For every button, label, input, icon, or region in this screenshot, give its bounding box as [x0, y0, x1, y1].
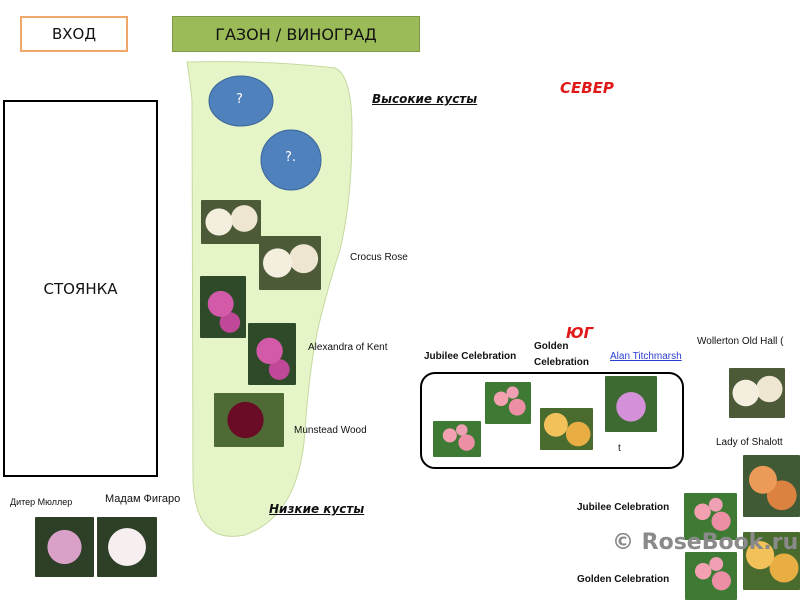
rose-label: Munstead Wood — [294, 425, 367, 436]
rose-label: Jubilee Celebration — [424, 351, 517, 362]
lawn-label: ГАЗОН / ВИНОГРАД — [215, 24, 377, 44]
stray-text: t — [618, 443, 621, 454]
north-label: СЕВЕР — [560, 79, 614, 97]
rose-photo — [485, 382, 531, 424]
rose-photo — [214, 393, 284, 447]
rose-photo — [684, 493, 737, 540]
rose-label: Jubilee Celebration — [577, 502, 670, 513]
alan-titchmarsh-link[interactable]: Alan Titchmarsh — [610, 351, 682, 362]
unknown-bush-2 — [260, 129, 322, 191]
south-label: ЮГ — [566, 324, 594, 342]
rose-label: Celebration — [534, 357, 590, 368]
rose-photo — [743, 455, 800, 517]
entry-box: ВХОД — [20, 16, 128, 52]
rose-photo — [97, 517, 157, 577]
rose-label: Дитер Мюллер — [10, 497, 73, 507]
rose-label: Lady of Shalott — [716, 437, 783, 448]
unknown-2-label: ?. — [285, 150, 297, 165]
parking-box: СТОЯНКА — [3, 100, 158, 477]
rose-label: Мадам Фигаро — [105, 493, 181, 505]
rose-photo — [540, 408, 593, 450]
rose-photo — [248, 323, 296, 385]
watermark: © RoseBook.ru — [612, 530, 799, 555]
rose-photo — [201, 200, 261, 244]
tall-bushes-label: Высокие кусты — [372, 92, 478, 106]
unknown-bush-1 — [208, 75, 274, 127]
south-border-box — [420, 372, 684, 469]
rose-photo — [743, 532, 800, 590]
rose-photo — [729, 368, 785, 418]
entry-label: ВХОД — [51, 25, 97, 43]
rose-photo — [35, 517, 94, 577]
lawn-box: ГАЗОН / ВИНОГРАД — [172, 16, 420, 52]
rose-photo — [259, 236, 321, 290]
rose-label: Golden — [534, 341, 569, 352]
rose-photo — [433, 421, 481, 457]
rose-photo — [200, 276, 246, 338]
rose-photo — [685, 552, 737, 600]
rose-label: Golden Celebration — [577, 574, 670, 585]
rose-photo — [605, 376, 657, 432]
rose-label: Crocus Rose — [350, 252, 408, 263]
parking-label: СТОЯНКА — [43, 279, 118, 298]
low-bushes-label: Низкие кусты — [269, 502, 365, 516]
rose-label: Alexandra of Kent — [308, 342, 388, 353]
unknown-1-label: ? — [236, 92, 243, 107]
rose-label: Wollerton Old Hall ( — [697, 336, 784, 347]
